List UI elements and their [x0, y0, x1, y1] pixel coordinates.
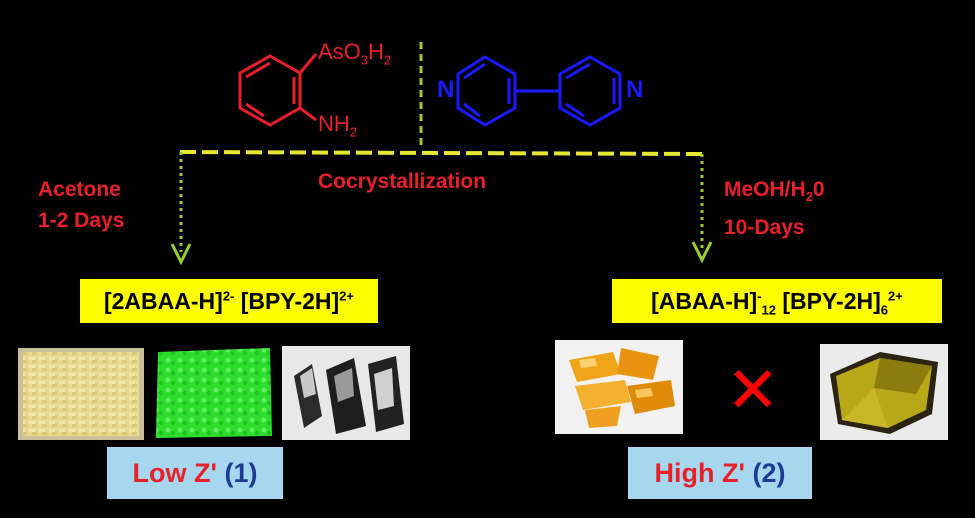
high-z-label: High Z' — [654, 458, 745, 488]
right-condition-solvent: MeOH/H20 — [724, 178, 825, 205]
cross-mark-icon: ✕ — [726, 354, 780, 426]
cocrystallization-label: Cocrystallization — [318, 170, 487, 193]
orange-crystals-photo — [555, 340, 683, 434]
arsono-group-label: AsO3H2 — [318, 39, 392, 68]
cocrystallization-dashed-line — [179, 150, 703, 156]
left-condition-time: 1-2 Days — [38, 209, 125, 232]
bipyridine-structure — [456, 55, 622, 127]
single-crystals-micrograph-left — [282, 346, 410, 440]
yellow-crystals-photo — [18, 348, 144, 440]
right-condition-time: 10-Days — [724, 216, 805, 240]
single-crystal-micrograph-right — [820, 344, 948, 440]
compound-number-1: (1) — [224, 458, 258, 488]
right-condition: MeOH/H20 10-Days — [724, 176, 825, 241]
left-arrow-head — [170, 243, 192, 266]
left-condition-solvent: Acetone — [38, 178, 121, 201]
compound-number-2: (2) — [752, 458, 786, 488]
left-condition: Acetone 1-2 Days — [38, 176, 124, 234]
amino-group-label: NH2 — [318, 111, 358, 140]
high-z-result-box: High Z' (2) — [628, 447, 812, 499]
aminophenylarsonic-acid-structure — [238, 53, 318, 127]
left-formula-box: [2ABAA-H]2- [BPY-2H]2+ — [80, 279, 378, 323]
right-arrow-head — [691, 241, 713, 264]
low-z-result-box: Low Z' (1) — [107, 447, 283, 499]
bpy-nitrogen-left: N — [437, 76, 455, 103]
bpy-nitrogen-right: N — [626, 76, 644, 103]
green-fluorescent-crystals-photo — [152, 346, 276, 442]
right-formula-box: [ABAA-H]-12 [BPY-2H]62+ — [612, 279, 942, 323]
low-z-label: Low Z' — [132, 458, 217, 488]
